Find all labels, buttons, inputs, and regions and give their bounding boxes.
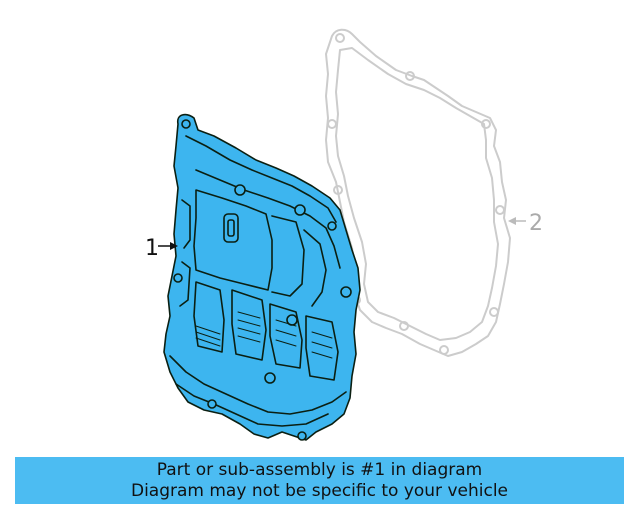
valve-body-part-1	[163, 113, 361, 441]
callout-1: 1	[145, 236, 178, 261]
info-banner: Part or sub-assembly is #1 in diagram Di…	[15, 457, 624, 504]
callout-1-arrowhead	[170, 242, 178, 250]
callout-2-number: 2	[529, 211, 543, 236]
parts-diagram: 1 2	[145, 28, 543, 441]
callout-2: 2	[508, 211, 543, 236]
banner-line-2: Diagram may not be specific to your vehi…	[130, 480, 508, 501]
callout-2-arrowhead	[508, 217, 516, 225]
banner-line-1: Part or sub-assembly is #1 in diagram	[156, 459, 483, 480]
callout-1-number: 1	[145, 236, 159, 261]
